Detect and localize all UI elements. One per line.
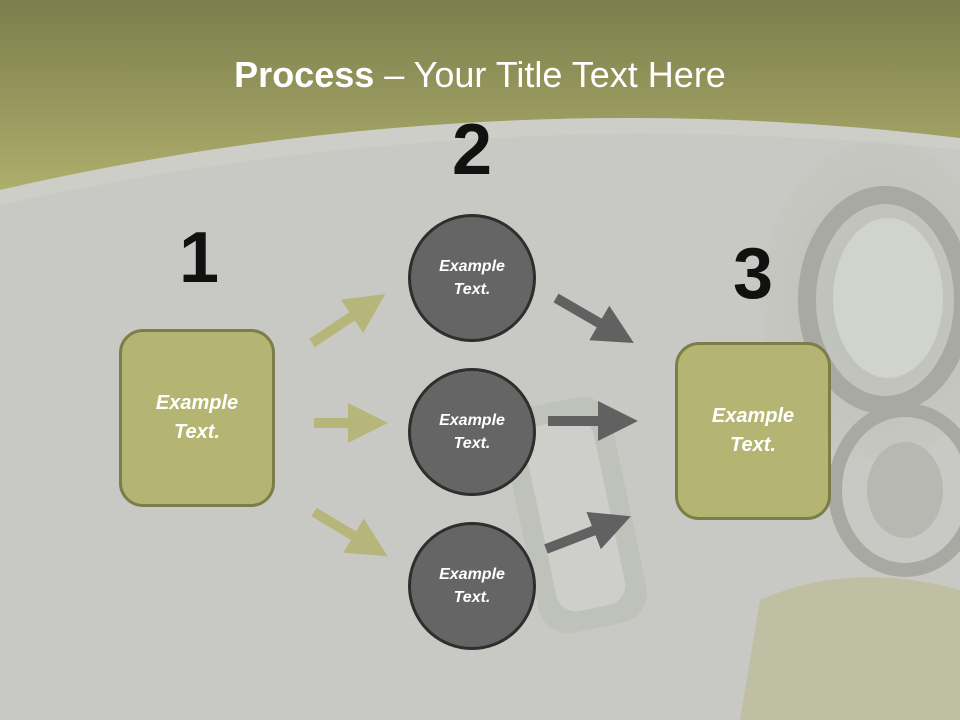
step-number-1: 1: [178, 218, 220, 298]
circle-middle: Example Text.: [408, 368, 536, 496]
step-3-box: Example Text.: [675, 342, 831, 520]
title-rest: – Your Title Text Here: [374, 54, 726, 95]
arrow-olive-up: [309, 294, 386, 348]
circle-top: Example Text.: [408, 214, 536, 342]
circle-middle-text: Example Text.: [439, 412, 505, 452]
arrow-gray-down: [553, 293, 634, 344]
arrow-olive-down: [311, 507, 388, 557]
slide-title: Process – Your Title Text Here: [0, 52, 960, 98]
arrow-gray-up: [544, 511, 631, 554]
circle-top-text: Example Text.: [439, 258, 505, 298]
step-1-text: Example Text.: [155, 392, 239, 443]
circle-bottom: Example Text.: [408, 522, 536, 650]
circle-bottom-text: Example Text.: [439, 566, 505, 606]
background-photo: [502, 140, 960, 720]
step-number-2: 2: [451, 110, 493, 190]
step-1-box: Example Text.: [119, 329, 275, 507]
step-3-text: Example Text.: [711, 405, 795, 456]
step-number-3: 3: [732, 234, 774, 314]
title-bold: Process: [234, 54, 375, 95]
